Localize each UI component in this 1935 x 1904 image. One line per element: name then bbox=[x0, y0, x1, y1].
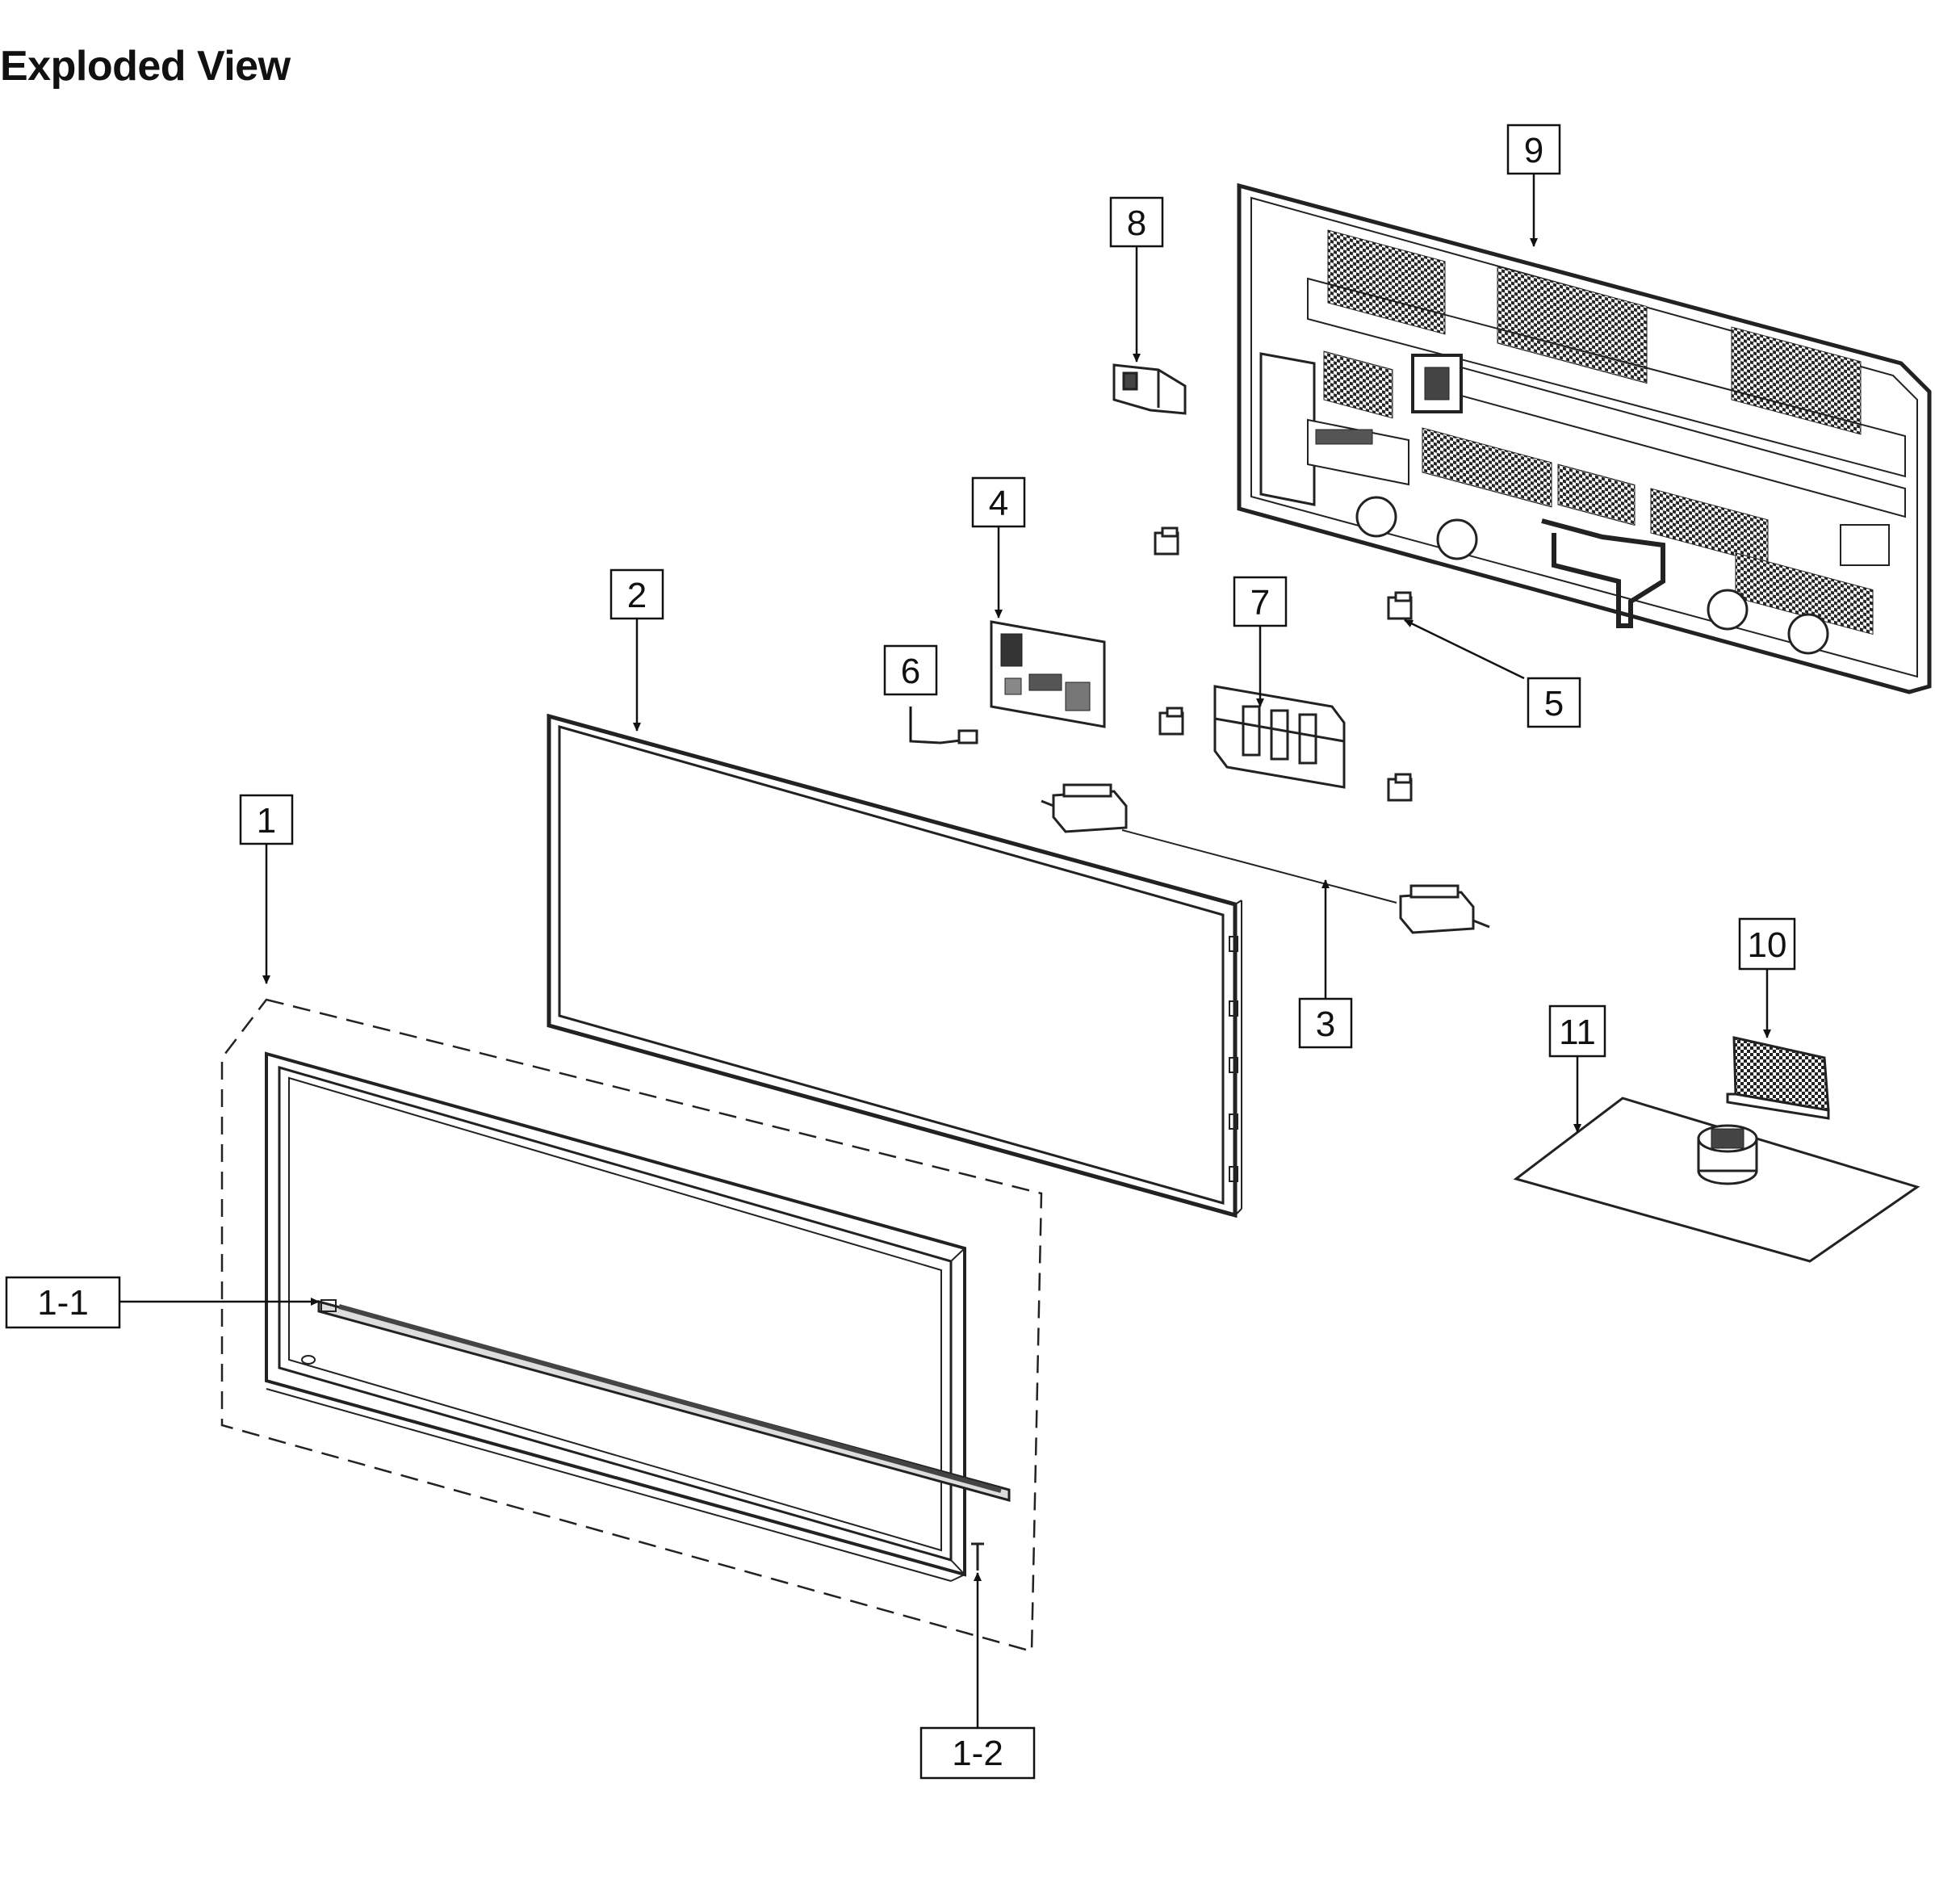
svg-text:10: 10 bbox=[1748, 925, 1787, 965]
part-6-cable bbox=[909, 707, 978, 744]
callout-2: 2 bbox=[609, 568, 664, 620]
part-2-panel bbox=[547, 713, 1242, 1218]
callout-6: 6 bbox=[883, 644, 938, 696]
svg-text:2: 2 bbox=[627, 576, 647, 615]
svg-text:11: 11 bbox=[1559, 1013, 1596, 1052]
callout-8: 8 bbox=[1109, 196, 1164, 248]
callout-11: 11 bbox=[1548, 1004, 1606, 1058]
part-7-bracket bbox=[1213, 685, 1346, 789]
part-1-1-bottom-strip bbox=[317, 1299, 1011, 1502]
part-8-cover bbox=[1112, 363, 1187, 415]
svg-text:7: 7 bbox=[1250, 583, 1270, 623]
callout-1-2: 1-2 bbox=[919, 1726, 1036, 1780]
callout-1-1: 1-1 bbox=[5, 1276, 121, 1329]
svg-text:1: 1 bbox=[257, 801, 276, 841]
callout-10: 10 bbox=[1738, 917, 1796, 971]
part-5-clips bbox=[1154, 526, 1413, 802]
part-9-rear-cover bbox=[1237, 182, 1932, 694]
svg-text:1-2: 1-2 bbox=[952, 1734, 1003, 1773]
callout-5: 5 bbox=[1527, 677, 1581, 728]
callout-1: 1 bbox=[239, 794, 294, 845]
part-1-group-boundary bbox=[220, 998, 1043, 1653]
part-3-speakers bbox=[1041, 783, 1490, 934]
callout-3: 3 bbox=[1298, 997, 1353, 1049]
part-10-stand-bracket bbox=[1726, 1036, 1830, 1120]
svg-text:9: 9 bbox=[1524, 131, 1543, 170]
callout-4: 4 bbox=[971, 476, 1026, 528]
svg-text:4: 4 bbox=[989, 484, 1008, 523]
part-1-2-screw bbox=[971, 1542, 984, 1571]
callout-9: 9 bbox=[1506, 124, 1561, 175]
svg-text:8: 8 bbox=[1127, 203, 1146, 243]
svg-text:6: 6 bbox=[901, 652, 920, 691]
svg-text:3: 3 bbox=[1316, 1004, 1335, 1044]
svg-text:1-1: 1-1 bbox=[37, 1283, 89, 1323]
part-1-front-bezel bbox=[265, 1051, 966, 1582]
callout-7: 7 bbox=[1233, 576, 1288, 627]
leader-lines bbox=[119, 174, 1771, 1728]
page-title: Exploded View bbox=[0, 43, 291, 90]
part-4-main-board bbox=[990, 620, 1106, 728]
part-11-stand-base bbox=[1513, 1097, 1920, 1263]
svg-text:5: 5 bbox=[1544, 684, 1564, 723]
